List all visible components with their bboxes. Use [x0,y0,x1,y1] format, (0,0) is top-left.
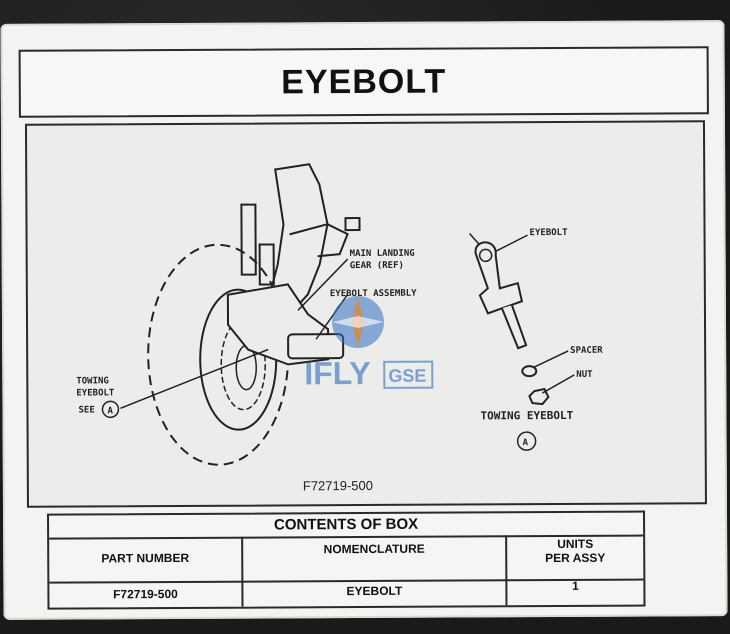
header-units: UNITS [557,536,594,551]
header-part-number: PART NUMBER [101,550,190,566]
diagram-part-number: F72719-500 [303,478,373,493]
label-towing-eyebolt: EYEBOLT [76,388,115,398]
label-nut: NUT [576,370,593,380]
see-ref-circle [101,400,120,419]
label-main-landing: MAIN LANDING [350,249,415,259]
detail-ref-letter: A [523,438,529,448]
eyebolt-assembly-body [287,333,345,360]
eyebolt-head [474,241,524,315]
row-nomenclature: EYEBOLT [346,583,403,599]
leader-towing [120,348,269,409]
row-units: 1 [572,578,579,593]
label-eyebolt-assembly: EYEBOLT ASSEMBLY [330,289,417,299]
landing-gear-diagram: MAIN LANDING GEAR (REF) EYEBOLT ASSEMBLY… [76,163,603,493]
eyebolt-eye [478,248,493,263]
contents-table: CONTENTS OF BOX PART NUMBER NOMENCLATURE… [47,510,646,610]
ifly-logo-icon: IFLY GSE [304,296,434,391]
detail-ref-circle [516,431,537,451]
see-ref-letter: A [107,406,113,416]
eyebolt-shank [501,304,528,350]
strut-fitting [344,217,361,232]
label-eyebolt: EYEBOLT [530,228,569,238]
leader-main-gear [297,258,349,311]
label-see: SEE [78,405,94,415]
diagram-panel: MAIN LANDING GEAR (REF) EYEBOLT ASSEMBLY… [24,120,707,508]
leader-spacer [533,350,569,368]
leader-nut [542,374,575,394]
side-actuator [240,203,257,276]
label-towing-eyebolt-detail: TOWING EYEBOLT [480,409,573,422]
contents-title: CONTENTS OF BOX [49,512,644,540]
ifly-gse-watermark: IFLY GSE [302,292,443,403]
placard-sheet: EYEBOLT MAIN LANDING GEAR (RE [0,20,728,620]
watermark-brand: IFLY [304,355,371,391]
row-part-number: F72719-500 [113,586,178,602]
label-gear-ref: GEAR (REF) [350,261,404,271]
title-panel: EYEBOLT [18,46,709,118]
header-per-assy: PER ASSY [545,550,606,566]
spacer-part [521,365,538,378]
header-nomenclature: NOMENCLATURE [323,541,425,557]
label-towing: TOWING [76,376,109,386]
watermark-suffix: GSE [388,366,426,386]
strut-linkage [289,223,349,258]
placard-title: EYEBOLT [281,62,447,101]
label-spacer: SPACER [570,346,603,356]
landing-gear-strut [264,163,329,316]
leader-eyebolt [495,234,528,252]
side-actuator-2 [258,243,275,286]
